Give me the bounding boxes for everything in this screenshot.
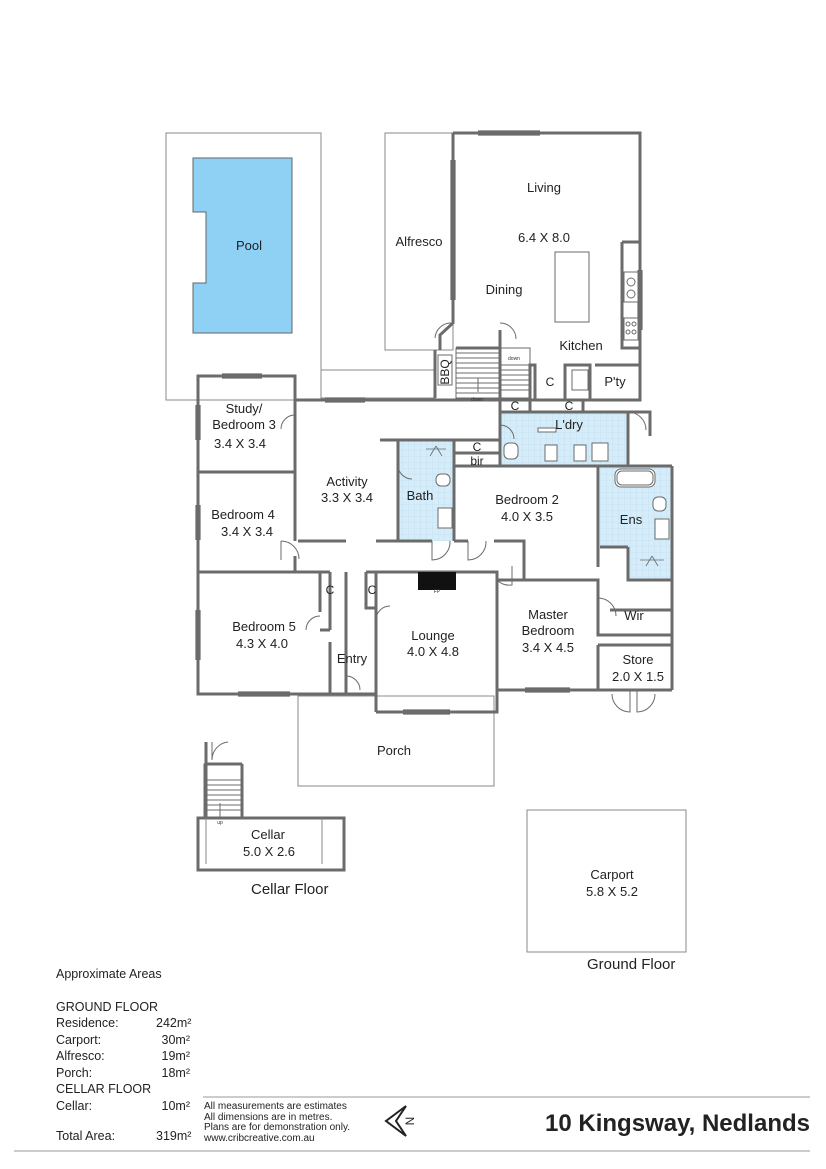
cellar-inner-wall bbox=[205, 818, 323, 864]
areas-cellar-heading: CELLAR FLOOR bbox=[56, 1082, 152, 1096]
room-label-bbq: BBQ bbox=[438, 359, 452, 385]
stair-label-down-2: down bbox=[508, 356, 520, 362]
fireplace bbox=[418, 572, 456, 590]
room-dim-master: 3.4 X 4.5 bbox=[521, 640, 575, 655]
pool-area bbox=[165, 132, 322, 401]
porch-area bbox=[297, 695, 495, 787]
room-label-master: Master Bedroom bbox=[521, 607, 575, 638]
room-dim-carport: 5.8 X 5.2 bbox=[585, 884, 639, 899]
room-dim-store: 2.0 X 1.5 bbox=[611, 669, 665, 684]
areas-row: Residence:242m² bbox=[56, 1016, 192, 1030]
room-label-study: Study/ Bedroom 3 bbox=[212, 401, 276, 432]
room-dim-lounge: 4.0 X 4.8 bbox=[406, 644, 460, 659]
alfresco-area bbox=[321, 132, 454, 399]
shower-heads bbox=[426, 445, 664, 567]
room-dim-bedroom-5: 4.3 X 4.0 bbox=[235, 636, 289, 651]
areas-ground-heading: GROUND FLOOR bbox=[56, 999, 159, 1014]
floor-label-cellar: Cellar Floor bbox=[251, 881, 329, 898]
room-label-kitchen: Kitchen bbox=[559, 338, 603, 353]
room-label-bedroom-2: Bedroom 2 bbox=[495, 492, 559, 507]
areas-row: Carport:30m² bbox=[56, 1032, 190, 1047]
room-label-porch: Porch bbox=[377, 743, 411, 758]
room-label-store: Store bbox=[622, 652, 654, 667]
note-line: Plans are for demonstration only. bbox=[204, 1122, 351, 1133]
footer-rules bbox=[14, 1096, 810, 1152]
carport-area bbox=[526, 809, 687, 953]
room-label-dining: Dining bbox=[485, 282, 523, 297]
room-label-c4: C bbox=[472, 440, 482, 454]
stair-label-down-1: down bbox=[471, 397, 483, 403]
north-arrow-icon bbox=[384, 1105, 407, 1137]
stair-label-up: up bbox=[217, 820, 223, 826]
disclaimer-notes: All measurements are estimates All dimen… bbox=[204, 1101, 351, 1144]
room-label-bedroom-4: Bedroom 4 bbox=[211, 507, 275, 522]
room-label-cellar: Cellar bbox=[251, 827, 285, 842]
room-label-lounge: Lounge bbox=[411, 628, 455, 643]
room-label-pty: P'ty bbox=[604, 374, 626, 389]
room-label-activity: Activity bbox=[326, 474, 368, 489]
room-label-c2: C bbox=[510, 399, 520, 413]
pool-water bbox=[192, 157, 293, 334]
areas-title: Approximate Areas bbox=[56, 967, 162, 981]
room-dim-study: 3.4 X 3.4 bbox=[213, 436, 267, 451]
room-label-ens: Ens bbox=[619, 512, 643, 527]
room-dim-activity: 3.3 X 3.4 bbox=[320, 490, 374, 505]
fixtures bbox=[435, 251, 670, 540]
room-label-c5: C bbox=[325, 583, 335, 597]
room-label-bath: Bath bbox=[406, 488, 434, 503]
room-label-bedroom-5: Bedroom 5 bbox=[232, 619, 296, 634]
room-label-c3: C bbox=[564, 399, 574, 413]
room-label-fp: FP bbox=[433, 589, 441, 595]
room-label-pool: Pool bbox=[235, 238, 263, 253]
property-address: 10 Kingsway, Nedlands bbox=[545, 1110, 810, 1137]
north-letter: N bbox=[403, 1116, 417, 1126]
note-line: All dimensions are in metres. bbox=[204, 1111, 333, 1123]
room-label-entry: Entry bbox=[336, 651, 368, 666]
areas-row: Alfresco:19m² bbox=[56, 1049, 190, 1063]
room-dim-bedroom-4: 3.4 X 3.4 bbox=[220, 524, 274, 539]
floor-label-ground: Ground Floor bbox=[587, 956, 676, 973]
room-label-living: Living bbox=[527, 180, 561, 195]
stairs bbox=[203, 347, 531, 819]
room-label-bir: bir bbox=[470, 454, 484, 468]
room-label-alfresco: Alfresco bbox=[395, 234, 443, 249]
room-dim-living: 6.4 X 8.0 bbox=[517, 230, 571, 245]
cellar-walls bbox=[196, 742, 346, 872]
note-line: All measurements are estimates bbox=[204, 1101, 347, 1112]
areas-table: Approximate Areas GROUND FLOOR Residence… bbox=[56, 966, 192, 1145]
doors bbox=[211, 322, 656, 761]
room-label-carport: Carport bbox=[590, 867, 634, 882]
room-dim-bedroom-2: 4.0 X 3.5 bbox=[500, 509, 554, 524]
room-label-c1: C bbox=[545, 375, 555, 389]
areas-row: Cellar:10m² bbox=[56, 1098, 190, 1113]
room-dim-cellar: 5.0 X 2.6 bbox=[242, 844, 296, 859]
room-label-c6: C bbox=[367, 583, 377, 597]
room-label-wir: Wir bbox=[624, 608, 644, 623]
areas-total-row: Total Area:319m² bbox=[56, 1129, 192, 1143]
room-label-laundry: L'dry bbox=[555, 417, 583, 432]
areas-row: Porch:18m² bbox=[56, 1065, 190, 1080]
note-line: www.cribcreative.com.au bbox=[204, 1132, 315, 1144]
